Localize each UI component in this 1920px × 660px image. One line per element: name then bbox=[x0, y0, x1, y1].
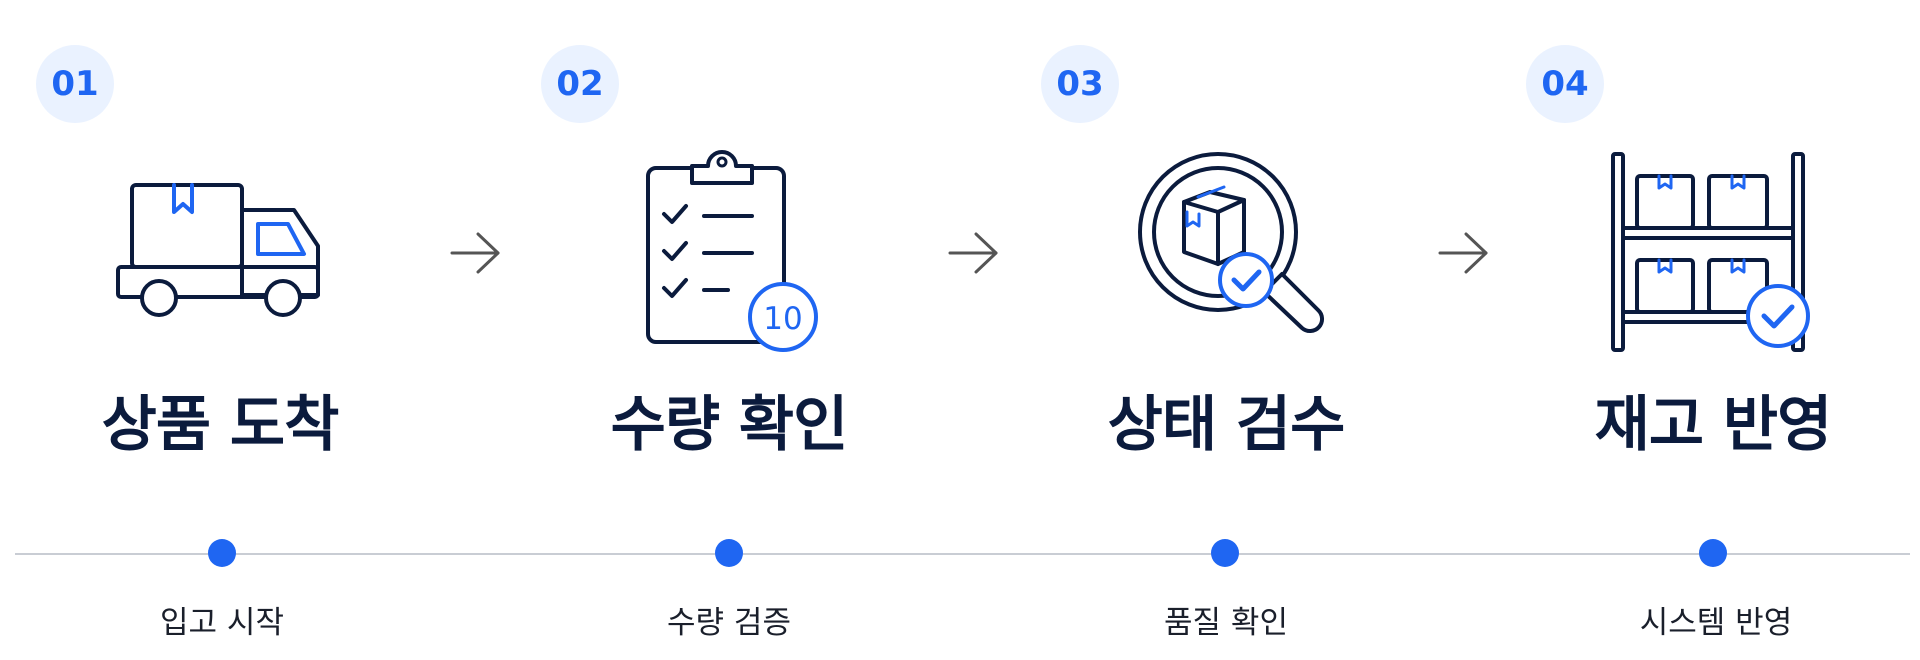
step-number-badge: 04 bbox=[1526, 45, 1604, 123]
clipboard-checklist-icon: 10 bbox=[620, 140, 840, 360]
step-title: 수량 확인 bbox=[610, 390, 849, 460]
timeline-dot bbox=[1211, 539, 1239, 567]
magnifier-box-inspect-icon bbox=[1118, 140, 1338, 360]
timeline-dot bbox=[715, 539, 743, 567]
timeline-dot bbox=[1699, 539, 1727, 567]
step-caption: 품질 확인 bbox=[1164, 605, 1288, 641]
timeline-dot bbox=[208, 539, 236, 567]
delivery-truck-icon bbox=[112, 140, 332, 360]
arrow-right-icon bbox=[1436, 228, 1492, 278]
step-1: 01 상품 도착 입고 시작 bbox=[0, 0, 440, 660]
step-title: 상품 도착 bbox=[101, 390, 340, 460]
step-caption: 입고 시작 bbox=[160, 605, 284, 641]
arrow-right-icon bbox=[946, 228, 1002, 278]
step-4: 04 재고 반영 시스템 반영 bbox=[1496, 0, 1920, 660]
step-caption: 시스템 반영 bbox=[1639, 605, 1793, 641]
arrow-right-icon bbox=[448, 228, 504, 278]
step-title: 재고 반영 bbox=[1594, 390, 1833, 460]
step-2: 02 10 수량 확인 수량 검증 bbox=[509, 0, 949, 660]
step-number-badge: 01 bbox=[36, 45, 114, 123]
step-number-badge: 03 bbox=[1041, 45, 1119, 123]
warehouse-shelf-check-icon bbox=[1603, 140, 1823, 360]
step-caption: 수량 검증 bbox=[667, 605, 791, 641]
count-badge-label: 10 bbox=[763, 301, 802, 337]
step-number-badge: 02 bbox=[541, 45, 619, 123]
timeline-line bbox=[15, 553, 1910, 555]
step-title: 상태 검수 bbox=[1107, 390, 1346, 460]
step-3: 03 상태 검수 품질 확인 bbox=[1006, 0, 1446, 660]
